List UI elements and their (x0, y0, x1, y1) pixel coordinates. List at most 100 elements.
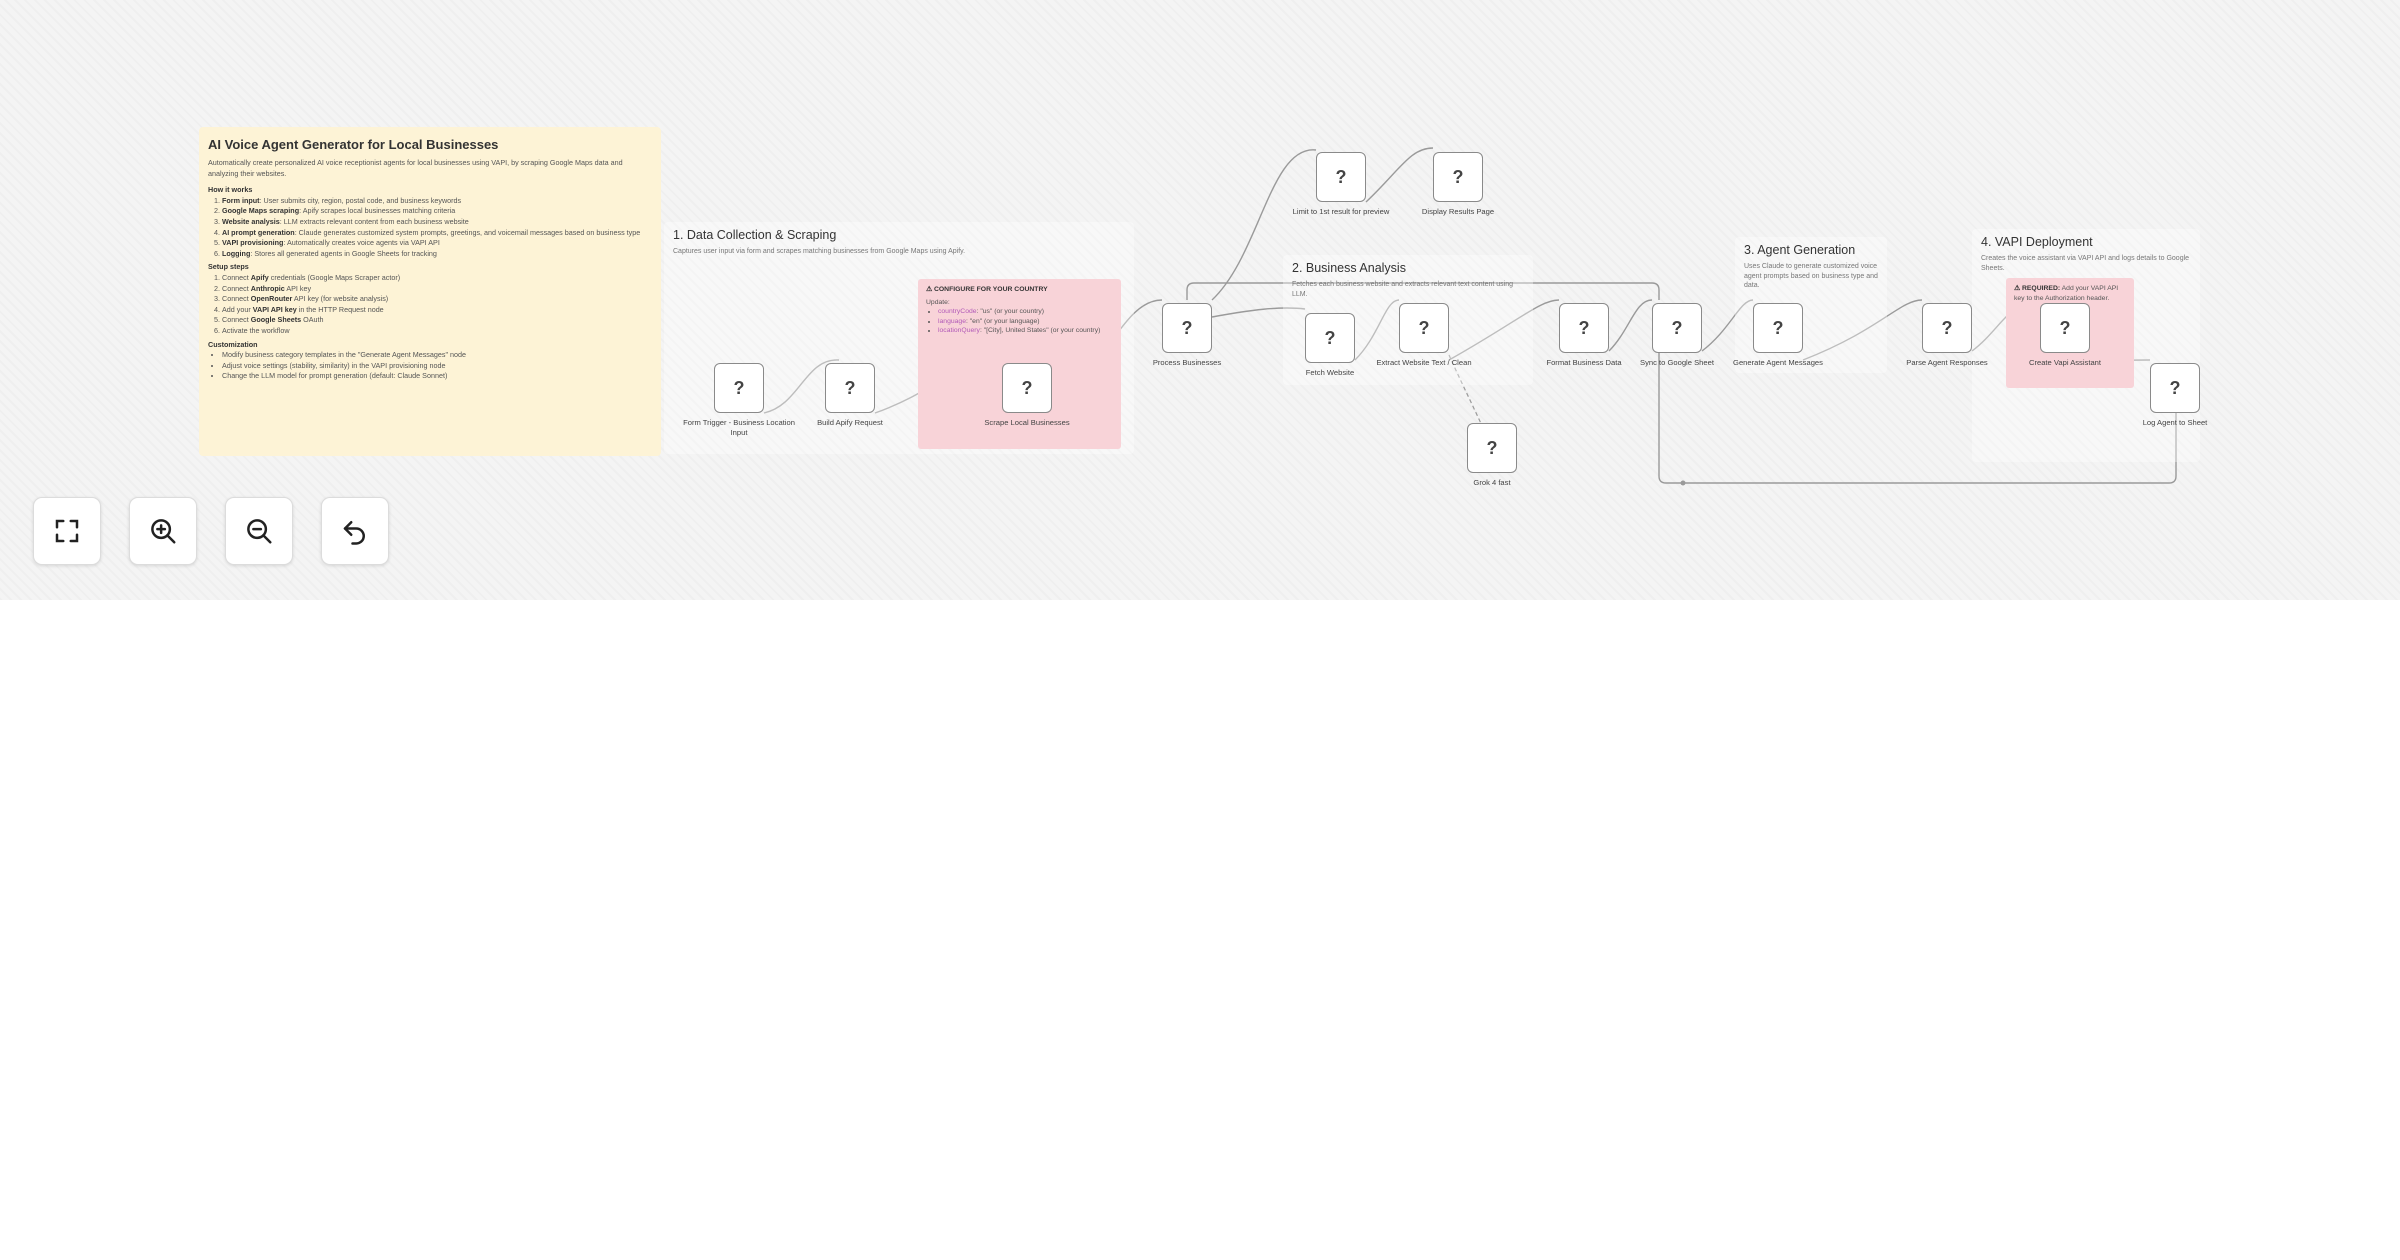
node-parse-agent-responses[interactable]: ? (1922, 303, 1972, 353)
list-item: Connect Apify credentials (Google Maps S… (222, 273, 652, 284)
connection-form-to-build (763, 359, 840, 414)
zoom-in-icon (151, 519, 176, 544)
node-format-business-data[interactable]: ? (1559, 303, 1609, 353)
node-icon-placeholder: ? (1335, 166, 1347, 187)
sticky-note-overview[interactable]: AI Voice Agent Generator for Local Busin… (199, 127, 661, 456)
node-fetch-website[interactable]: ? (1305, 313, 1355, 363)
how-it-works-heading: How it works (208, 185, 253, 195)
node-extract-website-text[interactable]: ? (1399, 303, 1449, 353)
connection-process-to-fetch (1211, 307, 1306, 318)
node-icon-placeholder: ? (1181, 317, 1193, 338)
connection-loop-bottom (1658, 351, 2177, 484)
node-icon-placeholder: ? (1452, 166, 1464, 187)
list-item: Connect OpenRouter API key (for website … (222, 294, 652, 305)
zoom-in-button[interactable] (129, 497, 197, 565)
node-label: Build Apify Request (817, 418, 883, 427)
section-title: 1. Data Collection & Scraping (673, 228, 837, 242)
node-icon-placeholder: ? (1941, 317, 1953, 338)
connection-sync-to-generate (1701, 299, 1754, 352)
node-log-agent-to-sheet[interactable]: ? (2150, 363, 2200, 413)
node-icon-placeholder: ? (2169, 377, 2181, 398)
node-icon-placeholder: ? (1418, 317, 1430, 338)
node-label: Log Agent to Sheet (2142, 418, 2208, 427)
node-sync-google-sheet[interactable]: ? (1652, 303, 1702, 353)
sticky-note-title: AI Voice Agent Generator for Local Busin… (208, 137, 499, 152)
node-generate-agent-messages[interactable]: ? (1753, 303, 1803, 353)
fullscreen-icon (55, 519, 79, 543)
node-label: Limit to 1st result for preview (1292, 207, 1390, 216)
connection-format-to-sync (1608, 299, 1653, 352)
fit-view-button[interactable] (33, 497, 101, 565)
node-icon-placeholder: ? (1324, 327, 1336, 348)
node-build-apify-request[interactable]: ? (825, 363, 875, 413)
how-it-works-list: Form input: User submits city, region, p… (208, 196, 652, 260)
node-label: Form Trigger - Business Location Input (683, 418, 795, 437)
sticky-note-description: Automatically create personalized AI voi… (208, 158, 623, 178)
setup-steps-heading: Setup steps (208, 262, 249, 272)
connection-dot (1680, 480, 1686, 486)
list-item: Adjust voice settings (stability, simila… (222, 361, 652, 372)
list-item: Connect Google Sheets OAuth (222, 315, 652, 326)
section-title: 2. Business Analysis (1292, 261, 1406, 275)
node-label: Parse Agent Responses (1906, 358, 1988, 367)
connection-limit-to-display (1365, 147, 1434, 203)
list-item: Add your VAPI API key in the HTTP Reques… (222, 305, 652, 316)
list-item: AI prompt generation: Claude generates c… (222, 228, 652, 239)
node-icon-placeholder: ? (1772, 317, 1784, 338)
list-item: language: "en" (or your language) (938, 317, 1113, 327)
undo-icon (343, 521, 365, 545)
node-label: Process Businesses (1152, 358, 1222, 367)
connection-process-to-limit (1211, 149, 1317, 301)
list-item: Website analysis: LLM extracts relevant … (222, 217, 652, 228)
section-description: Uses Claude to generate customized voice… (1744, 263, 1878, 289)
list-item: Google Maps scraping: Apify scrapes loca… (222, 206, 652, 217)
required-heading: ⚠ REQUIRED: (2014, 285, 2061, 292)
node-process-businesses[interactable]: ? (1162, 303, 1212, 353)
connection-generate-to-parse (1802, 299, 1923, 361)
list-item: Activate the workflow (222, 326, 652, 337)
node-form-trigger[interactable]: ? (714, 363, 764, 413)
node-limit-first-result[interactable]: ? (1316, 152, 1366, 202)
configure-list: countryCode: "us" (or your country) lang… (926, 307, 1113, 336)
node-icon-placeholder: ? (2059, 317, 2071, 338)
connection-fetch-to-extract (1354, 299, 1400, 361)
list-item: Change the LLM model for prompt generati… (222, 371, 652, 382)
zoom-out-button[interactable] (225, 497, 293, 565)
node-label: Fetch Website (1305, 368, 1355, 377)
node-label: Extract Website Text / Clean (1376, 358, 1472, 367)
customization-heading: Customization (208, 339, 258, 349)
node-label: Grok 4 fast (1473, 478, 1511, 487)
reset-zoom-button[interactable] (321, 497, 389, 565)
node-grok-4-fast[interactable]: ? (1467, 423, 1517, 473)
section-title: 3. Agent Generation (1744, 243, 1856, 257)
node-label: Display Results Page (1421, 207, 1495, 216)
list-item: Form input: User submits city, region, p… (222, 196, 652, 207)
node-icon-placeholder: ? (1486, 437, 1498, 458)
connection-loop-top (1186, 282, 1660, 300)
configure-heading: ⚠ CONFIGURE FOR YOUR COUNTRY (926, 286, 1048, 293)
node-display-results-page[interactable]: ? (1433, 152, 1483, 202)
list-item: locationQuery: "[City], United States" (… (938, 326, 1113, 336)
node-icon-placeholder: ? (844, 377, 856, 398)
node-label: Generate Agent Messages (1733, 358, 1823, 367)
node-scrape-local-businesses[interactable]: ? (1002, 363, 1052, 413)
section-title: 4. VAPI Deployment (1981, 235, 2093, 249)
list-item: countryCode: "us" (or your country) (938, 307, 1113, 317)
list-item: Connect Anthropic API key (222, 284, 652, 295)
node-icon-placeholder: ? (1021, 377, 1033, 398)
list-item: Modify business category templates in th… (222, 350, 652, 361)
list-item: VAPI provisioning: Automatically creates… (222, 238, 652, 249)
node-icon-placeholder: ? (733, 377, 745, 398)
required-text: Add your VAPI API key to the Authorizati… (2014, 285, 2119, 302)
configure-update-label: Update: (926, 298, 950, 306)
workflow-canvas[interactable]: AI Voice Agent Generator for Local Busin… (0, 0, 2400, 600)
list-item: Logging: Stores all generated agents in … (222, 249, 652, 260)
node-label: Create Vapi Assistant (2028, 358, 2102, 367)
node-create-vapi-assistant[interactable]: ? (2040, 303, 2090, 353)
node-icon-placeholder: ? (1578, 317, 1590, 338)
section-description: Fetches each business website and extrac… (1292, 281, 1514, 298)
section-description: Creates the voice assistant via VAPI API… (1981, 255, 2190, 272)
customization-list: Modify business category templates in th… (208, 350, 652, 382)
node-icon-placeholder: ? (1671, 317, 1683, 338)
node-label: Format Business Data (1546, 358, 1622, 367)
